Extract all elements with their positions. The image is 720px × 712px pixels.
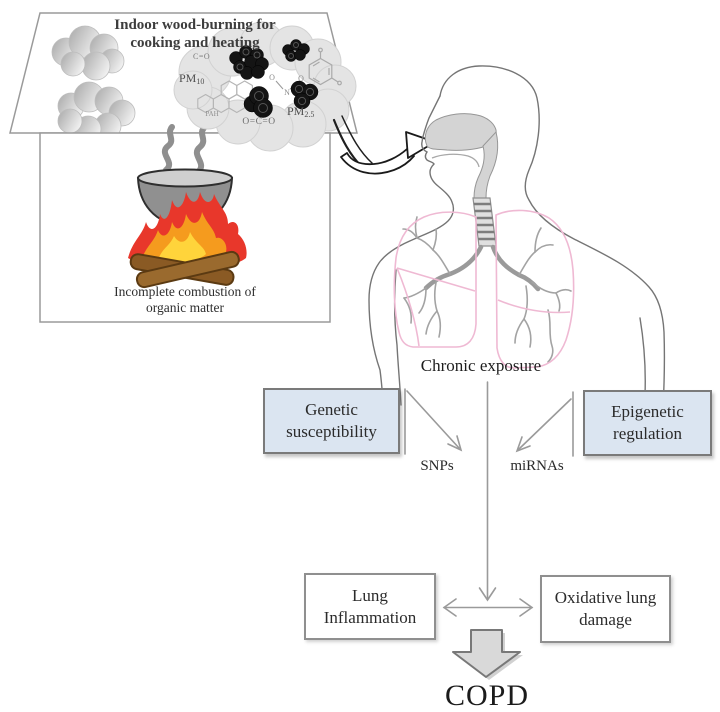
genetic-susceptibility-box: Genetic susceptibility — [263, 388, 400, 454]
exposure-arrow-icon — [478, 381, 497, 602]
mirnas-label: miRNAs — [510, 458, 564, 474]
bronchial-tree-icon — [402, 216, 572, 363]
snps-label: SNPs — [420, 458, 454, 474]
chronic-exposure-label: Chronic exposure — [420, 356, 542, 375]
genetic-box-line1: Genetic — [305, 400, 358, 419]
smoke-cloud-icon — [57, 81, 136, 143]
trachea-icon — [472, 197, 497, 247]
pm10-label: PM10 — [179, 71, 205, 87]
pm25-base: PM — [287, 104, 305, 118]
genetic-box-line2: susceptibility — [286, 422, 377, 441]
airway-icon — [424, 113, 499, 199]
oxidative-box-line2: damage — [579, 610, 632, 629]
house-title-line1: Indoor wood-burning for — [114, 17, 276, 33]
pah-molecule-icon — [197, 80, 253, 114]
no2-nitrogen: N — [284, 88, 290, 97]
pm10-subscript: 10 — [196, 77, 205, 86]
epigenetic-regulation-box: Epigenetic regulation — [583, 390, 712, 456]
epigenetic-arrow-icon — [515, 391, 574, 457]
copd-block-arrow-icon — [452, 629, 523, 680]
emission-cloud-icon — [173, 21, 357, 152]
exhaust-arrow-icon — [340, 131, 436, 175]
crosstalk-arrow-icon — [442, 598, 534, 617]
house-caption: Incomplete combustion of organic matter — [114, 284, 256, 316]
benzene-molecule-icon — [308, 47, 342, 86]
fire-icon — [128, 192, 247, 269]
pm25-label: PM2.5 — [287, 104, 315, 120]
smoke-cloud-icon — [51, 25, 125, 81]
lung-inflammation-box: Lung Inflammation — [304, 573, 436, 640]
steam-icon — [161, 124, 207, 175]
soot-particles-icon — [229, 39, 319, 118]
epigenetic-box-line2: regulation — [613, 424, 682, 443]
logs-icon — [129, 250, 240, 289]
no2-oxygen-left: O — [269, 73, 275, 82]
human-figure-icon — [368, 65, 666, 439]
house-title-line2: cooking and heating — [130, 35, 260, 51]
house-title: Indoor wood-burning for cooking and heat… — [114, 16, 275, 52]
pm25-subscript: 2.5 — [304, 110, 315, 119]
oxidative-damage-box: Oxidative lung damage — [540, 575, 671, 643]
inflammation-box-line1: Lung — [352, 585, 388, 605]
house-caption-line1: Incomplete combustion of — [114, 284, 256, 299]
epigenetic-box-line1: Epigenetic — [611, 402, 684, 421]
genetic-arrow-icon — [404, 388, 463, 455]
co-label: C=O — [193, 52, 211, 61]
house-caption-line2: organic matter — [145, 300, 225, 315]
no2-oxygen-right: O — [298, 74, 304, 83]
co2-label: O=C=O — [242, 117, 276, 127]
oxidative-box-line1: Oxidative lung — [554, 588, 657, 607]
pah-label: PAH — [205, 110, 219, 118]
lungs-icon — [393, 209, 575, 369]
inflammation-box-line2: Inflammation — [323, 607, 417, 627]
body-outline-icon — [368, 65, 666, 439]
pm10-base: PM — [179, 71, 197, 85]
flow-arrows — [404, 381, 574, 617]
copd-label: COPD — [444, 679, 530, 712]
